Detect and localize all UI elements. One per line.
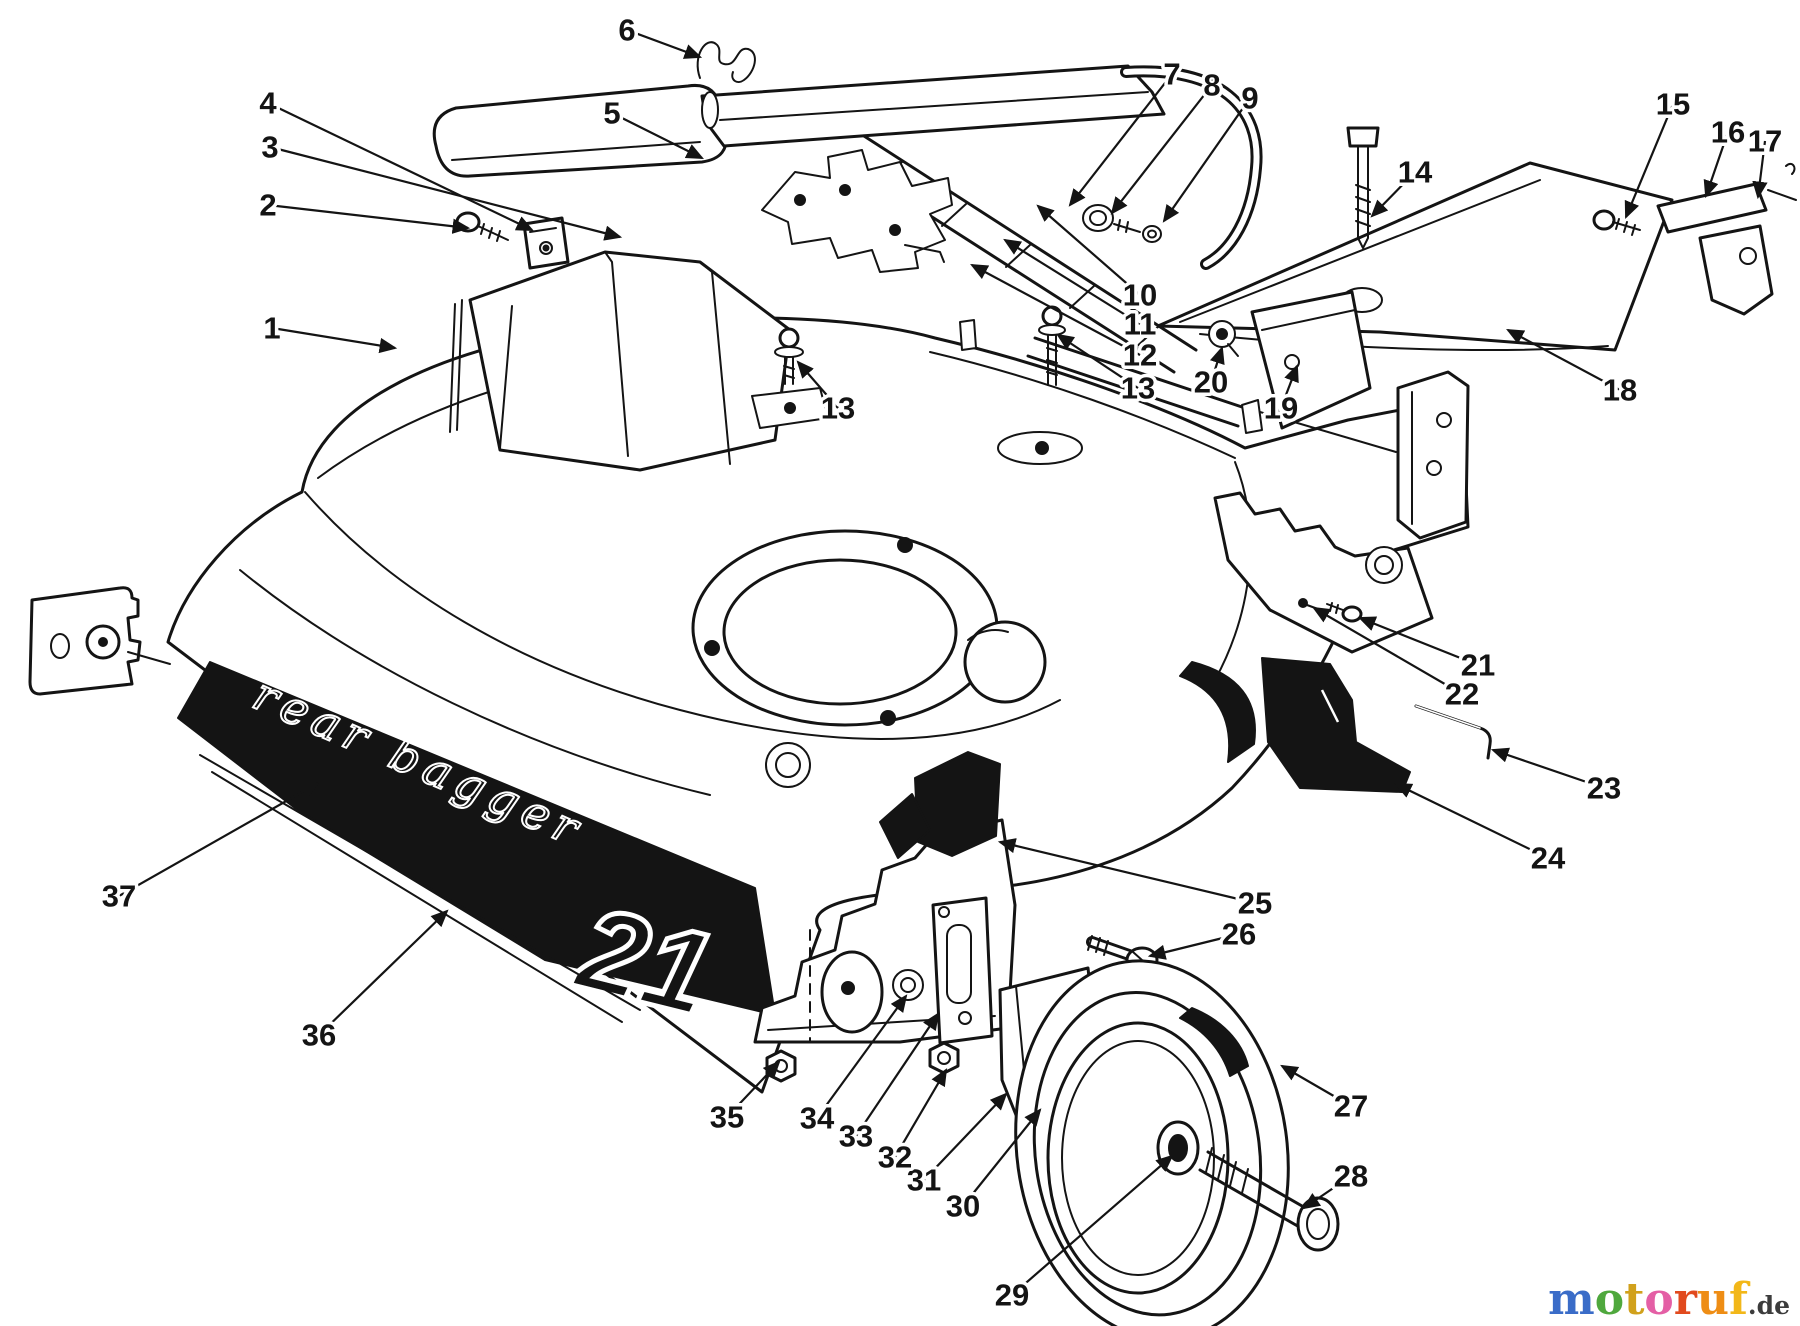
spring-clip: [1767, 162, 1797, 201]
callout-35: 35: [710, 1100, 744, 1135]
leader-line-1: [271, 326, 398, 354]
leader-line-21: [1357, 616, 1479, 667]
callout-9: 9: [1241, 81, 1258, 116]
callout-4: 4: [259, 86, 277, 121]
callout-27: 27: [1334, 1089, 1368, 1124]
callout-14: 14: [1398, 155, 1433, 190]
leader-line-23: [1490, 747, 1605, 790]
wire-clip: [696, 41, 756, 83]
callout-37: 37: [102, 879, 136, 914]
leader-line-33: [855, 1012, 940, 1137]
leader-line-35: [726, 1060, 781, 1118]
leader-line-18: [1506, 328, 1621, 391]
callout-18: 18: [1603, 373, 1637, 408]
callout-22: 22: [1445, 677, 1479, 712]
callout-8: 8: [1203, 68, 1220, 103]
mower-deck-housing: [166, 316, 1470, 1094]
handle-cushion: [432, 83, 728, 178]
callout-33: 33: [839, 1119, 873, 1154]
wheel-face: [1046, 1007, 1340, 1295]
callout-10: 10: [1123, 278, 1157, 313]
leader-line-12: [970, 263, 1141, 356]
leader-line-22: [1312, 606, 1463, 695]
callout-28: 28: [1334, 1159, 1368, 1194]
callout-26: 26: [1222, 917, 1256, 952]
leader-line-2: [267, 203, 471, 234]
leader-line-13: [1056, 333, 1139, 389]
discharge-chute-group: [1156, 126, 1797, 430]
callout-5: 5: [603, 96, 620, 131]
leader-line-36: [318, 909, 449, 1036]
callout-2: 2: [259, 188, 276, 223]
callout-31: 31: [907, 1163, 941, 1198]
callout-25: 25: [1238, 886, 1272, 921]
leader-line-27: [1280, 1064, 1352, 1107]
callout-15: 15: [1656, 87, 1690, 122]
discharge-chute: [1156, 161, 1674, 352]
callout-13: 13: [821, 391, 855, 426]
callout-12: 12: [1123, 338, 1157, 373]
rubber-pad: [914, 751, 1001, 857]
leader-line-8: [1110, 84, 1213, 215]
callout-36: 36: [302, 1018, 336, 1053]
latch-bracket: [1656, 182, 1768, 234]
leader-line-34: [816, 994, 908, 1119]
callout-6: 6: [618, 13, 635, 48]
callout-20: 20: [1194, 365, 1228, 400]
callout-30: 30: [946, 1189, 980, 1224]
callout-23: 23: [1587, 771, 1621, 806]
watermark-logo: motoruf.de: [1548, 1278, 1790, 1322]
leader-line-30: [962, 1108, 1042, 1207]
leader-line-15: [1624, 103, 1675, 220]
callout-19: 19: [1264, 391, 1298, 426]
watermark-text: motoruf: [1548, 1274, 1748, 1325]
watermark-suffix: .de: [1747, 1291, 1790, 1320]
front-height-adjuster: [753, 751, 1159, 1142]
leader-line-7: [1068, 73, 1173, 207]
leader-line-24: [1394, 783, 1549, 859]
leader-line-13: [796, 360, 839, 409]
leader-line-6: [626, 28, 703, 59]
leader-line-9: [1162, 97, 1251, 223]
handle-assembly: [432, 64, 1263, 374]
leader-line-26: [1147, 932, 1240, 960]
leader-line-31: [923, 1092, 1008, 1181]
leader-line-3: [269, 145, 623, 241]
control-plate: [761, 149, 953, 273]
leader-line-37: [118, 781, 320, 897]
leader-line-19: [1279, 363, 1299, 409]
callout-21: 21: [1461, 648, 1495, 683]
leader-line-14: [1370, 171, 1416, 218]
rear-height-adjuster: [1213, 491, 1492, 793]
callout-16: 16: [1711, 115, 1745, 150]
callout-32: 32: [878, 1140, 912, 1175]
callout-1: 1: [263, 311, 280, 346]
leader-line-25: [997, 838, 1256, 905]
leader-line-28: [1302, 1175, 1352, 1210]
callout-34: 34: [800, 1101, 835, 1136]
leader-line-4: [267, 102, 534, 231]
leader-line-29: [1011, 1154, 1174, 1296]
rear-bracket-plate: [1396, 370, 1470, 540]
callout-13: 13: [1121, 371, 1155, 406]
callout-17: 17: [1748, 124, 1782, 159]
leader-line-17: [1752, 140, 1768, 200]
engine-shroud: [449, 250, 792, 472]
callout-29: 29: [995, 1278, 1029, 1313]
leader-line-20: [1209, 345, 1225, 383]
callout-3: 3: [261, 130, 278, 165]
callout-11: 11: [1124, 307, 1157, 342]
left-bracket: [28, 586, 171, 696]
deflector-black: [1261, 657, 1411, 793]
leader-line-32: [894, 1068, 948, 1158]
callout-7: 7: [1163, 57, 1180, 92]
leader-line-5: [611, 112, 704, 159]
leader-line-10: [1036, 204, 1141, 296]
callout-24: 24: [1531, 841, 1566, 876]
leader-line-16: [1703, 131, 1730, 199]
rear-sawtooth-bracket: [1213, 491, 1434, 654]
leader-line-11: [1003, 238, 1141, 325]
